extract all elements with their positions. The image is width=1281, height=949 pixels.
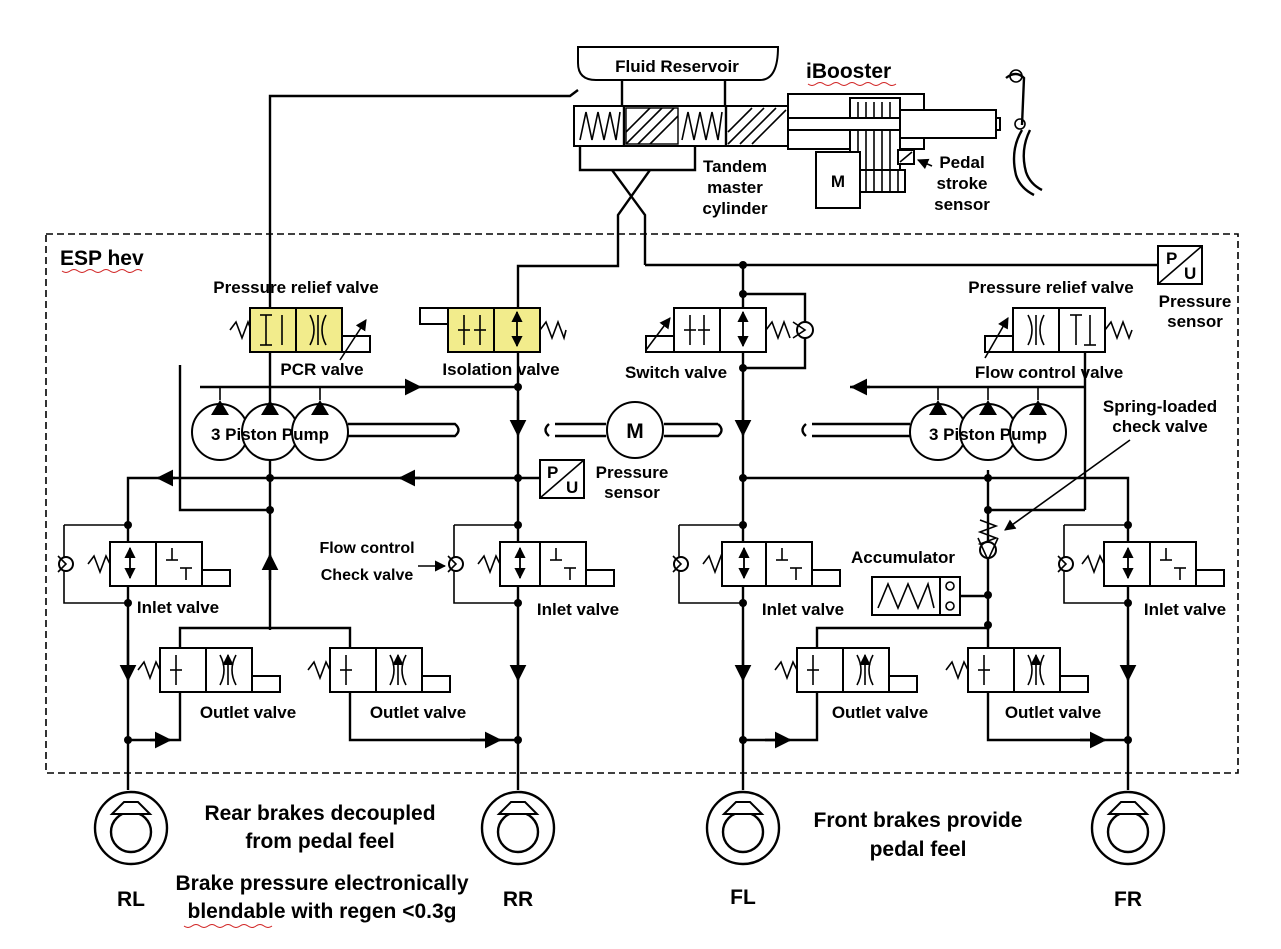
- tandem-label-2: master: [707, 178, 763, 197]
- outlet-valve-3: [774, 647, 918, 693]
- accumulator-label: Accumulator: [851, 548, 955, 567]
- outlet-4-label: Outlet valve: [1005, 703, 1101, 722]
- pump-motor: M: [348, 401, 910, 459]
- tmc-cross-line-a: [611, 169, 647, 265]
- inlet-fl-label: Inlet valve: [762, 600, 844, 619]
- outlet-1-label: Outlet valve: [200, 703, 296, 722]
- accumulator: [871, 576, 988, 616]
- isolation-valve: [419, 307, 567, 353]
- tandem-master-cylinder: [573, 105, 789, 147]
- inlet-rr-label: Inlet valve: [537, 600, 619, 619]
- spring-check-label-2: check valve: [1112, 417, 1207, 436]
- brake-pedal: [1005, 69, 1043, 197]
- pressure-sensor-mid: P U: [518, 459, 585, 499]
- pcr-valve: [229, 307, 371, 361]
- esp-hev-boundary: [45, 233, 1239, 774]
- pedal-stroke-label-2: stroke: [936, 174, 987, 193]
- outlet-3-label: Outlet valve: [832, 703, 928, 722]
- flow-control-check-label-1: Flow control: [319, 540, 414, 557]
- inlet-valve-fl: [672, 524, 841, 604]
- wheel-brake-fl: [705, 790, 781, 866]
- prv-left-label: Pressure relief valve: [213, 278, 378, 297]
- svg-text:P: P: [1166, 249, 1177, 268]
- inlet-rl-label: Inlet valve: [137, 598, 219, 617]
- tmc-outlet-loop: [578, 146, 697, 172]
- fluid-reservoir-label: Fluid Reservoir: [615, 57, 739, 76]
- front-note-line-2: pedal feel: [870, 838, 967, 861]
- prv-right-label: Pressure relief valve: [968, 278, 1133, 297]
- rl-outlet-branch: [128, 690, 182, 742]
- inlet-valve-fr: [1057, 524, 1225, 604]
- left-return-loop: [178, 365, 270, 512]
- spellcheck-underline: [183, 924, 273, 928]
- wheel-rl-label: RL: [117, 888, 145, 911]
- inlet-fr-label: Inlet valve: [1144, 600, 1226, 619]
- pressure-sensor-mid-label-2: sensor: [604, 483, 660, 502]
- left-mid-line: [126, 476, 518, 790]
- right-pump-label: 3 Piston Pump: [929, 425, 1047, 444]
- wheel-rr-label: RR: [503, 888, 533, 911]
- flow-control-valve: [984, 307, 1133, 359]
- reservoir-return-line: [268, 89, 579, 365]
- right-piston-pump: 3 Piston Pump: [909, 388, 1067, 461]
- inlet-valve-rl: [57, 524, 231, 604]
- pump-motor-label: M: [626, 420, 644, 443]
- outlet-2-label: Outlet valve: [370, 703, 466, 722]
- wheel-fr-label: FR: [1114, 888, 1142, 911]
- rr-outlet-branch: [348, 690, 518, 742]
- flow-control-check-label-2: Check valve: [321, 567, 414, 584]
- inlet-valve-rr: [447, 524, 615, 604]
- flow-arrows: [119, 400, 1137, 682]
- outlet-valve-4: [945, 647, 1089, 693]
- pressure-sensor-top-label-2: sensor: [1167, 312, 1223, 331]
- tmc-cross-line-b: [616, 169, 651, 240]
- wheel-fl-label: FL: [730, 886, 756, 909]
- blend-note-line-1: Brake pressure electronically: [176, 872, 469, 895]
- rear-note-line-2: from pedal feel: [245, 830, 394, 853]
- left-piston-pump: 3 Piston Pump: [191, 388, 349, 461]
- tandem-label-1: Tandem: [703, 157, 767, 176]
- left-pump-label: 3 Piston Pump: [211, 425, 329, 444]
- ibooster-label: iBooster: [806, 60, 891, 83]
- spring-loaded-check-valve: [977, 519, 999, 562]
- pressure-sensor-top-label-1: Pressure: [1159, 292, 1232, 311]
- wheel-brake-fr: [1090, 790, 1166, 866]
- svg-text:U: U: [1184, 264, 1196, 283]
- pedal-stroke-label-3: sensor: [934, 195, 990, 214]
- svg-text:U: U: [566, 478, 578, 497]
- pressure-sensor-mid-label-1: Pressure: [596, 463, 669, 482]
- wheel-brake-rl: [93, 790, 169, 866]
- spring-check-label-1: Spring-loaded: [1103, 397, 1217, 416]
- tandem-label-3: cylinder: [702, 199, 768, 218]
- ibooster: iBooster M: [787, 60, 1001, 209]
- fl-outlet-branch: [743, 690, 819, 742]
- pressure-sensor-top: P U: [1157, 245, 1203, 285]
- esp-hev-label: ESP hev: [60, 247, 144, 270]
- outlet-valve-2: [307, 647, 451, 693]
- front-note-line-1: Front brakes provide: [814, 809, 1023, 832]
- pcr-valve-label: PCR valve: [280, 360, 363, 379]
- spring-check-leader: [1004, 439, 1131, 531]
- rear-note-line-1: Rear brakes decoupled: [204, 802, 435, 825]
- flow-control-valve-label: Flow control valve: [975, 363, 1123, 382]
- switch-valve-label: Switch valve: [625, 363, 727, 382]
- blend-note-line-2: blendable with regen <0.3g: [188, 900, 457, 923]
- booster-motor-label: M: [831, 172, 845, 191]
- switch-valve: [645, 307, 814, 353]
- right-mid-line: [743, 476, 1130, 790]
- isolation-valve-label: Isolation valve: [442, 360, 559, 379]
- fluid-reservoir: Fluid Reservoir: [577, 46, 780, 81]
- wheel-brake-rr: [480, 790, 556, 866]
- pedal-stroke-label-1: Pedal: [939, 153, 984, 172]
- outlet-valve-1: [137, 647, 281, 693]
- svg-text:P: P: [547, 463, 558, 482]
